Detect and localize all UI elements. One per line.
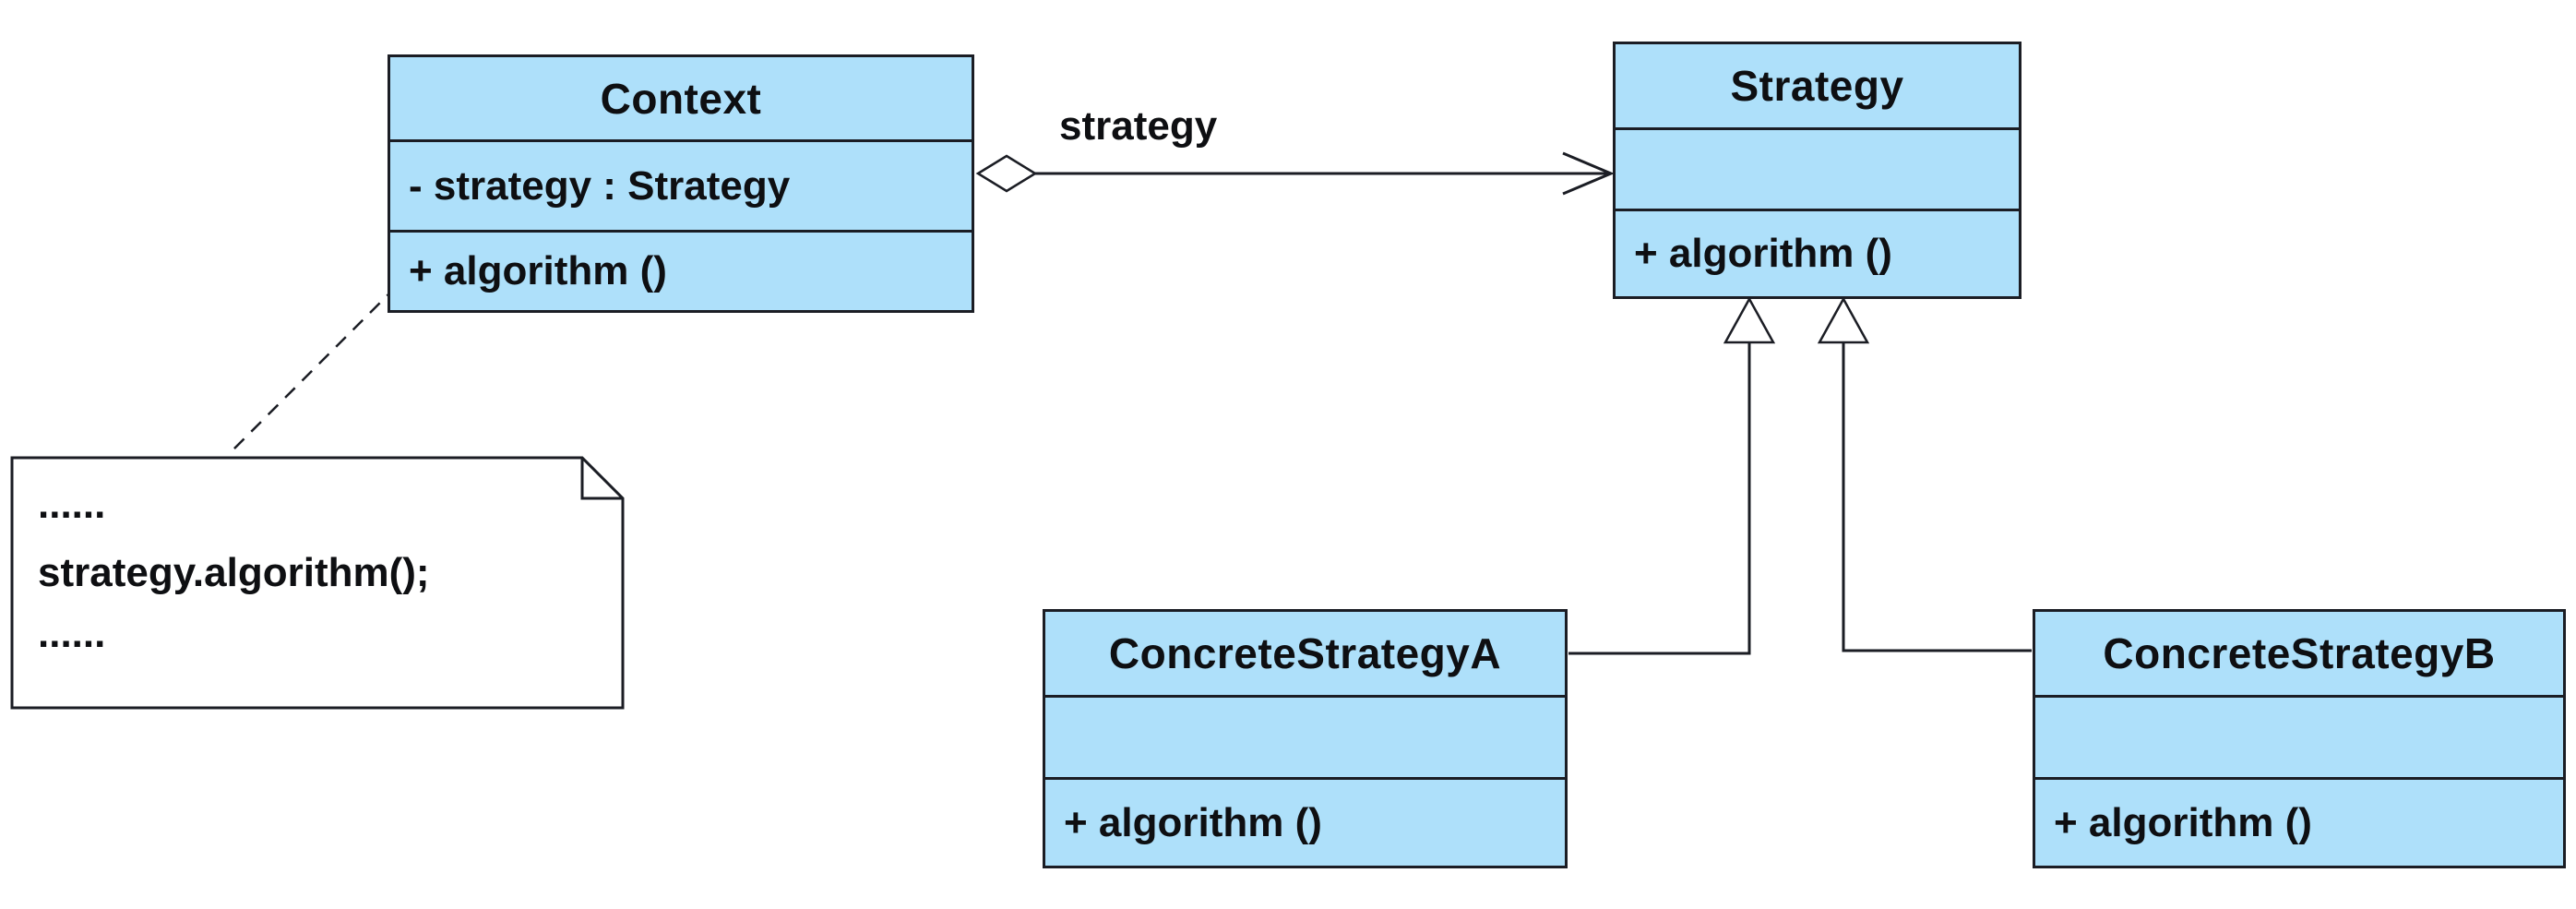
generalization-connector-b [1842, 342, 2032, 652]
association-label: strategy [1059, 103, 1218, 149]
class-methods-strategy: + algorithm () [1616, 209, 2019, 296]
class-methods-concrete-strategy-a: + algorithm () [1045, 777, 1565, 866]
class-attributes-strategy [1616, 127, 2019, 209]
class-method: + algorithm () [409, 248, 667, 293]
note-link-dashed-line [227, 285, 398, 456]
uml-note: ...... strategy.algorithm(); ...... [10, 456, 625, 710]
note-line: ...... [38, 482, 106, 527]
class-method: + algorithm () [1634, 231, 1892, 276]
generalization-triangle-b-icon [1817, 296, 1870, 344]
class-title-strategy: Strategy [1730, 62, 1904, 110]
class-title-concrete-strategy-a: ConcreteStrategyA [1108, 629, 1502, 677]
class-methods-context: + algorithm () [390, 230, 972, 310]
class-method: + algorithm () [2054, 799, 2312, 845]
class-title-context: Context [600, 74, 762, 123]
class-attributes-concrete-strategy-a [1045, 695, 1565, 777]
class-methods-concrete-strategy-b: + algorithm () [2035, 777, 2563, 866]
class-method: + algorithm () [1064, 799, 1322, 845]
note-outline [10, 456, 625, 710]
class-box-context: Context - strategy : Strategy + algorith… [388, 54, 974, 313]
open-arrowhead-icon [1562, 151, 1615, 196]
aggregation-diamond-icon [975, 154, 1038, 193]
class-box-concrete-strategy-b: ConcreteStrategyB + algorithm () [2033, 609, 2566, 868]
generalization-triangle-a-icon [1723, 296, 1776, 344]
class-box-strategy: Strategy + algorithm () [1613, 42, 2021, 299]
note-line: strategy.algorithm(); [38, 550, 430, 595]
class-attributes-context: - strategy : Strategy [390, 139, 972, 230]
note-line: ...... [38, 611, 106, 656]
class-title-concrete-strategy-b: ConcreteStrategyB [2103, 629, 2496, 677]
note-fold-icon [580, 458, 623, 500]
class-attribute: - strategy : Strategy [409, 162, 791, 209]
generalization-connector-a [1568, 342, 1751, 655]
class-box-concrete-strategy-a: ConcreteStrategyA + algorithm () [1043, 609, 1568, 868]
class-attributes-concrete-strategy-b [2035, 695, 2563, 777]
